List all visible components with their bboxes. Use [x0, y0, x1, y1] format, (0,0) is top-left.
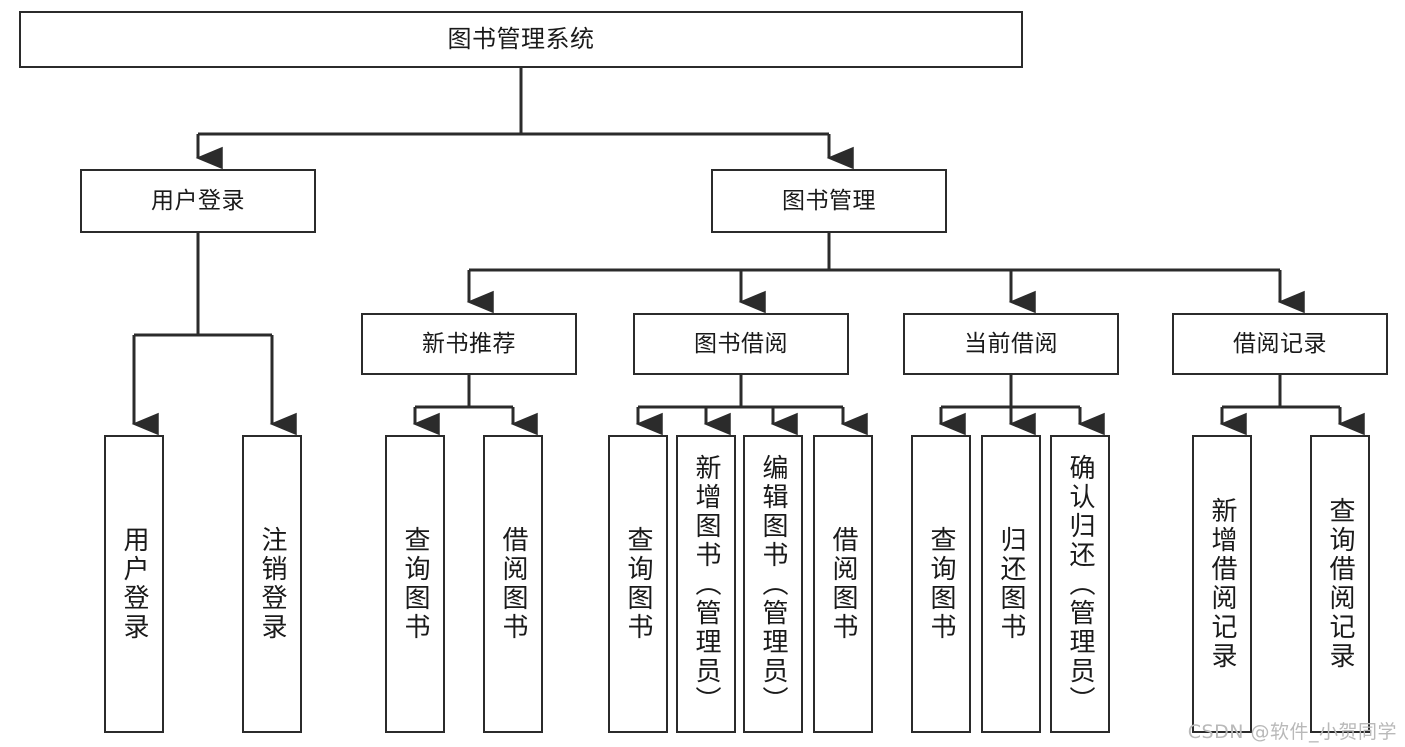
- node-book-borrow[interactable]: 图书借阅: [633, 313, 849, 375]
- node-root-system[interactable]: 图书管理系统: [19, 11, 1023, 68]
- node-label: 借阅图书: [498, 526, 528, 642]
- leaf-br-add-record[interactable]: 新增借阅记录: [1192, 435, 1252, 733]
- node-label: 借阅图书: [828, 526, 858, 642]
- node-label: 图书借阅: [694, 330, 788, 357]
- node-label: 图书管理系统: [447, 24, 595, 53]
- leaf-nb-query-book[interactable]: 查询图书: [385, 435, 445, 733]
- leaf-bb-query-book[interactable]: 查询图书: [608, 435, 668, 733]
- node-label: 当前借阅: [964, 330, 1058, 357]
- leaf-bb-add-book[interactable]: 新增图书（管理员）: [676, 435, 736, 733]
- leaf-cb-confirm-return[interactable]: 确认归还（管理员）: [1050, 435, 1110, 733]
- node-label: 用户登录: [119, 526, 149, 642]
- node-label: 注销登录: [257, 526, 287, 642]
- node-label: 新增图书（管理员）: [691, 453, 721, 715]
- node-label: 归还图书: [996, 526, 1026, 642]
- node-label: 新书推荐: [422, 330, 516, 357]
- node-label: 用户登录: [151, 187, 245, 214]
- node-label: 查询图书: [926, 526, 956, 642]
- leaf-bb-edit-book[interactable]: 编辑图书（管理员）: [743, 435, 803, 733]
- node-label: 新增借阅记录: [1207, 497, 1237, 671]
- node-label: 确认归还（管理员）: [1065, 453, 1095, 715]
- csdn-watermark: CSDN @软件_小贺同学: [1187, 721, 1397, 743]
- node-label: 图书管理: [782, 187, 876, 214]
- node-label: 查询图书: [623, 526, 653, 642]
- node-label: 查询图书: [400, 526, 430, 642]
- leaf-nb-borrow-book[interactable]: 借阅图书: [483, 435, 543, 733]
- node-label: 编辑图书（管理员）: [758, 453, 788, 715]
- node-book-management[interactable]: 图书管理: [711, 169, 947, 233]
- node-current-borrow[interactable]: 当前借阅: [903, 313, 1119, 375]
- node-label: 借阅记录: [1233, 330, 1327, 357]
- node-new-book-recommend[interactable]: 新书推荐: [361, 313, 577, 375]
- node-label: 查询借阅记录: [1325, 497, 1355, 671]
- leaf-br-query-record[interactable]: 查询借阅记录: [1310, 435, 1370, 733]
- leaf-user-login[interactable]: 用户登录: [104, 435, 164, 733]
- leaf-cb-return-book[interactable]: 归还图书: [981, 435, 1041, 733]
- node-borrow-record[interactable]: 借阅记录: [1172, 313, 1388, 375]
- node-user-login[interactable]: 用户登录: [80, 169, 316, 233]
- leaf-bb-borrow-book[interactable]: 借阅图书: [813, 435, 873, 733]
- leaf-logout[interactable]: 注销登录: [242, 435, 302, 733]
- leaf-cb-query-book[interactable]: 查询图书: [911, 435, 971, 733]
